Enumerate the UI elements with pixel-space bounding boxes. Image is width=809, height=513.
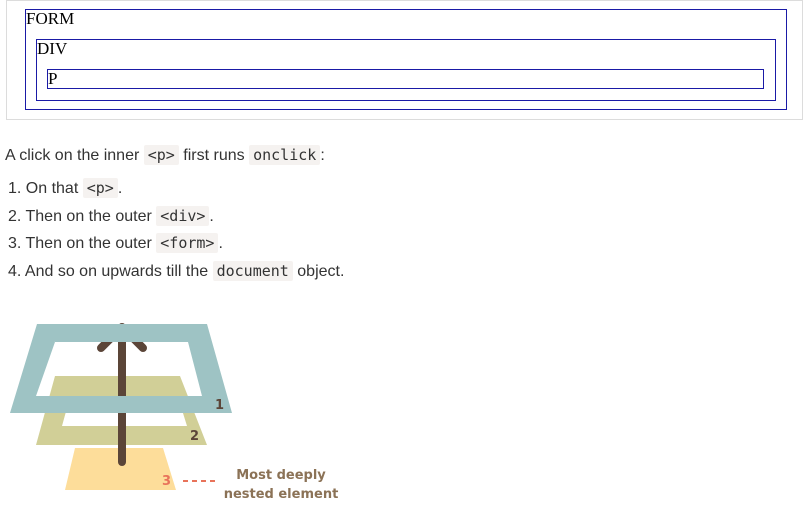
intro-suffix: : [320,147,325,164]
middle-layer-shape [36,376,207,445]
step-suffix: object. [297,262,345,280]
form-label: FORM [26,9,75,28]
step-suffix: . [209,207,214,225]
intro-p-tag-code: <p> [143,145,179,165]
intro-prefix: A click on the inner [5,147,140,164]
step-text: 1. On that [8,180,79,197]
p-element-box[interactable]: P [47,69,764,89]
demo-frame: FORM DIV P [6,0,803,120]
step-text: 3. Then on the outer [8,235,152,252]
step-suffix: . [117,180,123,197]
callout-line-2: nested element [224,487,339,502]
bubbling-illustration: 1 2 3 Most deeply nested element [10,323,339,502]
intro-handler-code: onclick [249,145,321,165]
step-code: <form> [156,233,219,253]
step-text: 4. And so on upwards till the [8,262,209,280]
step-code: document [212,260,293,281]
step-suffix: . [218,235,223,252]
bubbling-steps-list: 1. On that <p>. 2. Then on the outer <di… [8,177,344,287]
inner-layer-shape [65,448,176,490]
step-code: <div> [156,205,210,226]
list-item: 2. Then on the outer <div>. [8,205,344,233]
intro-paragraph: A click on the inner <p> first runs oncl… [5,144,325,167]
level-1-label: 1 [215,398,224,413]
div-element-box[interactable]: DIV P [36,39,776,101]
form-element-box[interactable]: FORM DIV P [25,9,787,110]
level-2-label: 2 [190,429,199,444]
list-item: 3. Then on the outer <form>. [8,232,344,260]
list-item: 4. And so on upwards till the document o… [8,260,344,288]
step-code: <p> [82,178,118,198]
div-label: DIV [37,39,68,58]
intro-middle: first runs [183,147,245,164]
list-item: 1. On that <p>. [8,177,344,205]
level-3-label: 3 [162,474,171,489]
p-label: P [48,69,58,88]
step-text: 2. Then on the outer [8,207,152,225]
callout-line-1: Most deeply [236,468,326,483]
outer-layer-shape [10,324,232,413]
